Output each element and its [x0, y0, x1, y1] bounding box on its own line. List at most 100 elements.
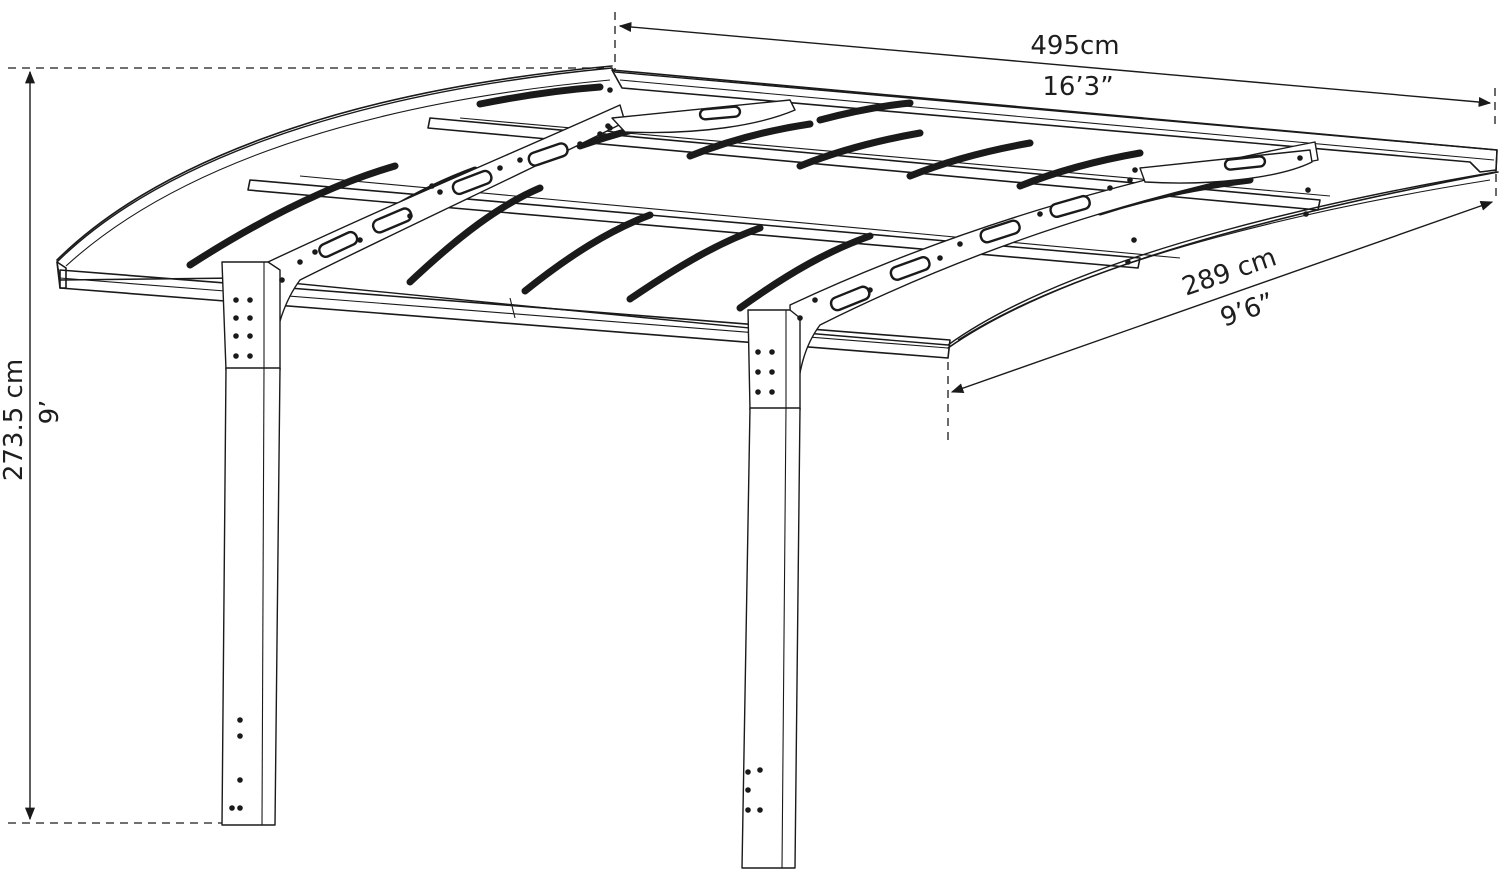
rib-6 — [736, 232, 874, 312]
rib-4 — [521, 211, 654, 295]
height-dimension: 273.5 cm 9’ — [0, 67, 612, 824]
bolt — [797, 315, 803, 321]
roof-left-curved-edge — [56, 65, 613, 261]
bolt — [1037, 211, 1043, 217]
bolt — [607, 87, 613, 93]
beam-slot — [1049, 194, 1091, 219]
bolt — [407, 213, 413, 219]
arch-beam-front — [267, 104, 626, 361]
front-gutter-left-cap — [56, 261, 67, 289]
panel-joint-3 — [509, 297, 516, 319]
rib-12 — [1016, 149, 1144, 190]
rib-10 — [796, 129, 924, 170]
bolt — [247, 297, 253, 303]
rib-5 — [626, 224, 764, 303]
width-dimension: 495cm 16’3” — [614, 12, 1496, 130]
bolt — [607, 125, 613, 131]
depth-ft-label: 9’6” — [1217, 287, 1279, 333]
bolt — [769, 389, 775, 395]
bolt — [279, 277, 285, 283]
bolt — [357, 237, 363, 243]
bolt — [769, 349, 775, 355]
bolt — [937, 255, 943, 261]
bolt — [237, 805, 243, 811]
post-right-column — [741, 407, 801, 869]
bolt — [297, 259, 303, 265]
bolt — [1125, 259, 1131, 265]
beam-slot — [451, 169, 493, 196]
bolt — [237, 777, 243, 783]
bolt — [1303, 211, 1309, 217]
bolt — [757, 767, 763, 773]
height-cm-label: 273.5 cm — [0, 359, 29, 481]
post-left — [221, 261, 281, 826]
post-left-column — [221, 367, 281, 826]
roof — [56, 65, 1499, 359]
bolt — [769, 369, 775, 375]
bolt — [233, 353, 239, 359]
bolt — [745, 769, 751, 775]
bolt — [1131, 237, 1137, 243]
depth-arrow — [950, 201, 1494, 393]
back-rail-line — [619, 79, 1495, 161]
bolt — [237, 717, 243, 723]
beam-slot — [371, 207, 413, 234]
width-arrow — [618, 21, 1492, 108]
bolt — [745, 787, 751, 793]
bolt — [233, 333, 239, 339]
beam-slot — [979, 219, 1021, 244]
bolt — [229, 805, 235, 811]
roof-right-curved-edge-inner — [957, 179, 1491, 341]
post-left-column-edge — [261, 367, 265, 826]
bolt — [1127, 177, 1133, 183]
bolt — [745, 807, 751, 813]
purlin-1 — [427, 117, 1321, 211]
back-rail — [611, 69, 1498, 173]
bolt — [867, 287, 873, 293]
bolt — [1297, 155, 1303, 161]
bolt — [437, 189, 443, 195]
width-cm-label: 495cm — [1030, 31, 1119, 61]
rib-3 — [406, 184, 544, 286]
bolt — [1132, 167, 1138, 173]
beam-slot — [889, 256, 931, 281]
bolt — [517, 157, 523, 163]
bolt — [577, 141, 583, 147]
bolt — [233, 315, 239, 321]
rib-9 — [686, 120, 814, 160]
bolt — [497, 165, 503, 171]
purlin-2 — [247, 179, 1141, 269]
bolt — [247, 315, 253, 321]
bolt — [755, 369, 761, 375]
bolt — [247, 333, 253, 339]
height-ft-label: 9’ — [35, 400, 65, 425]
beam-slot — [698, 105, 742, 121]
bolt — [812, 297, 818, 303]
bolt — [1305, 187, 1311, 193]
bolt — [312, 249, 318, 255]
arch-beam-back-slots — [829, 194, 1091, 312]
bolt — [247, 353, 253, 359]
bolt — [237, 733, 243, 739]
bolt — [755, 389, 761, 395]
bolt — [429, 183, 435, 189]
roof-right-curved-edge — [947, 171, 1499, 349]
width-ft-label: 16’3” — [1042, 72, 1113, 102]
bolt — [597, 131, 603, 137]
roof-left-curved-edge-inner — [65, 79, 611, 267]
post-right-column-edge — [781, 407, 787, 869]
post-right — [741, 309, 801, 869]
bolt — [755, 349, 761, 355]
bolts — [229, 87, 1311, 813]
beam-slot — [527, 142, 569, 167]
arch-beam-front-slots — [318, 142, 569, 259]
bolt — [957, 241, 963, 247]
beam-slot — [318, 230, 359, 259]
rib-1 — [186, 162, 399, 269]
rib-13 — [816, 99, 914, 124]
bolt — [757, 807, 763, 813]
bolt — [233, 297, 239, 303]
arch-bracket-mid — [611, 99, 1313, 184]
bolt — [1107, 185, 1113, 191]
